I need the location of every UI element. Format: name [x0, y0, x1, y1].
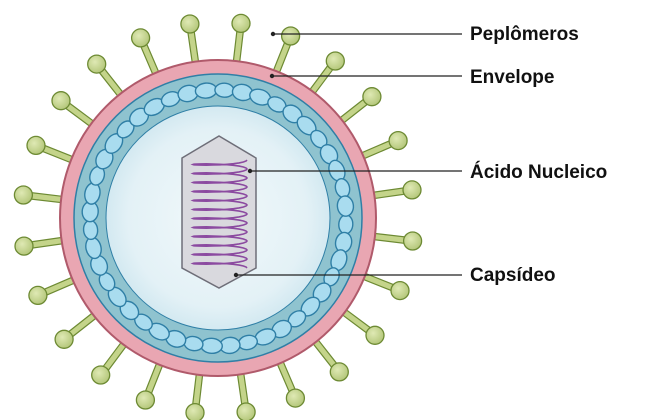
leader-capsid — [233, 272, 462, 278]
peplomer — [231, 13, 251, 71]
leader-peplomers — [270, 31, 462, 37]
peplomer-knob — [130, 28, 151, 48]
label-nucleic-acid: Ácido Nucleico — [470, 161, 607, 183]
peplomer-knob — [26, 135, 46, 156]
capsomeres-group — [81, 82, 355, 355]
peplomer-knob — [365, 325, 385, 345]
leader-dot — [270, 31, 276, 37]
peplomer-knob — [329, 362, 349, 382]
peplomer-knob — [402, 180, 422, 200]
leader-dot — [233, 272, 239, 278]
peplomer-knob — [388, 130, 408, 151]
peplomer-knob — [390, 280, 410, 301]
peplomer-knob — [135, 390, 156, 410]
peplomer — [185, 365, 205, 420]
peplomer-knob — [54, 329, 74, 349]
label-envelope: Envelope — [470, 67, 554, 88]
peplomer-knob — [402, 231, 423, 251]
leader-lines — [233, 31, 462, 278]
peplomer — [365, 231, 423, 251]
leader-envelope — [269, 73, 462, 79]
capsomere — [200, 337, 223, 355]
peplomer-knob — [13, 185, 34, 205]
label-capsid: Capsídeo — [470, 265, 556, 286]
peplomer-knob — [362, 87, 382, 107]
peplomer — [14, 235, 71, 256]
peplomer-knob — [28, 285, 48, 306]
leader-dot — [247, 168, 253, 174]
peplomer-knob — [87, 54, 107, 74]
label-peplomers: Peplômeros — [470, 24, 579, 45]
nucleic-acid-coil — [190, 159, 249, 269]
peplomer-knob — [51, 91, 71, 111]
peplomer-knob — [185, 402, 205, 420]
capsomere — [336, 195, 355, 217]
peplomer-knob — [325, 51, 345, 71]
leader-dot — [269, 73, 275, 79]
leader-nucleic-acid — [247, 168, 462, 174]
peplomer-knob — [236, 402, 256, 420]
peplomer-knob — [180, 14, 200, 34]
peplomer — [180, 14, 201, 71]
capsomere — [338, 214, 354, 235]
peplomer-knob — [14, 236, 34, 256]
peplomer-knob — [91, 365, 111, 385]
peplomer — [365, 180, 422, 201]
peplomer — [13, 185, 71, 205]
peplomer-knob — [285, 388, 306, 408]
peplomer-knob — [231, 13, 251, 34]
peplomer-knob — [280, 26, 301, 46]
capsomere — [214, 82, 235, 98]
